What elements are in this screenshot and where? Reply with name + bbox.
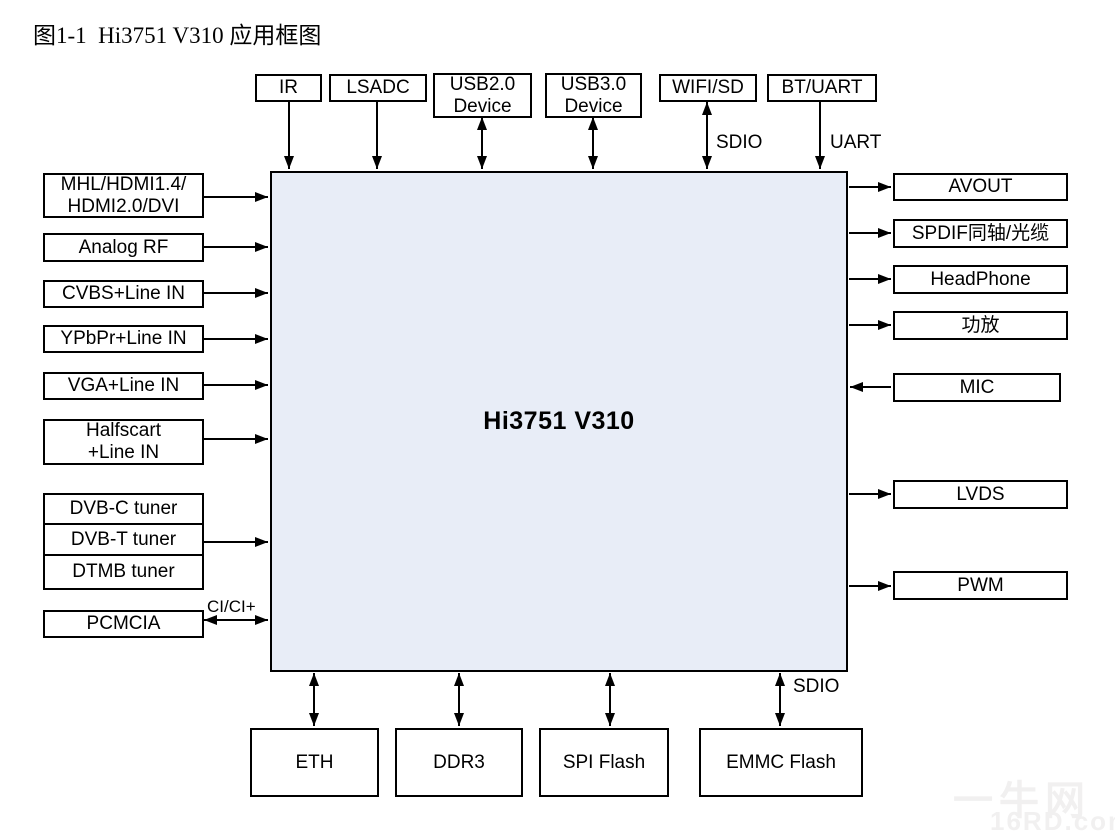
watermark-url: 16RD.com — [990, 806, 1115, 835]
node-pcmcia: PCMCIA — [43, 610, 204, 638]
node-avout: AVOUT — [893, 173, 1068, 201]
node-mhl-hdmi: MHL/HDMI1.4/ HDMI2.0/DVI — [43, 173, 204, 218]
node-spi-flash: SPI Flash — [539, 728, 669, 797]
bus-label-uart: UART — [830, 132, 882, 153]
node-mic: MIC — [893, 373, 1061, 402]
node-dtmb-tuner: DTMB tuner — [43, 554, 204, 590]
node-ypbpr-line-in: YPbPr+Line IN — [43, 325, 204, 353]
node-pwm: PWM — [893, 571, 1068, 600]
node-lsadc: LSADC — [329, 74, 427, 102]
chip-hi3751-v310: Hi3751 V310 — [270, 171, 848, 672]
node-lvds: LVDS — [893, 480, 1068, 509]
bus-label-sdio-bottom: SDIO — [793, 676, 840, 697]
node-wifi-sd: WIFI/SD — [659, 74, 757, 102]
node-headphone: HeadPhone — [893, 265, 1068, 294]
node-vga-line-in: VGA+Line IN — [43, 372, 204, 400]
figure-title: 图1-1 Hi3751 V310 应用框图 — [33, 23, 322, 48]
node-bt-uart: BT/UART — [767, 74, 877, 102]
node-emmc-flash: EMMC Flash — [699, 728, 863, 797]
node-amplifier: 功放 — [893, 311, 1068, 340]
node-dvbc-tuner: DVB-C tuner — [43, 493, 204, 525]
bus-label-sdio-top: SDIO — [716, 132, 763, 153]
node-cvbs-line-in: CVBS+Line IN — [43, 280, 204, 308]
node-usb3-device: USB3.0 Device — [545, 73, 642, 118]
node-halfscart: Halfscart +Line IN — [43, 419, 204, 465]
node-ir: IR — [255, 74, 322, 102]
bus-label-ci: CI/CI+ — [207, 597, 256, 616]
node-dvbt-tuner: DVB-T tuner — [43, 523, 204, 556]
node-spdif: SPDIF同轴/光缆 — [893, 219, 1068, 248]
node-usb2-device: USB2.0 Device — [433, 73, 532, 118]
node-eth: ETH — [250, 728, 379, 797]
node-ddr3: DDR3 — [395, 728, 523, 797]
watermark-logo: 一牛网 — [953, 779, 1091, 823]
node-analog-rf: Analog RF — [43, 233, 204, 262]
